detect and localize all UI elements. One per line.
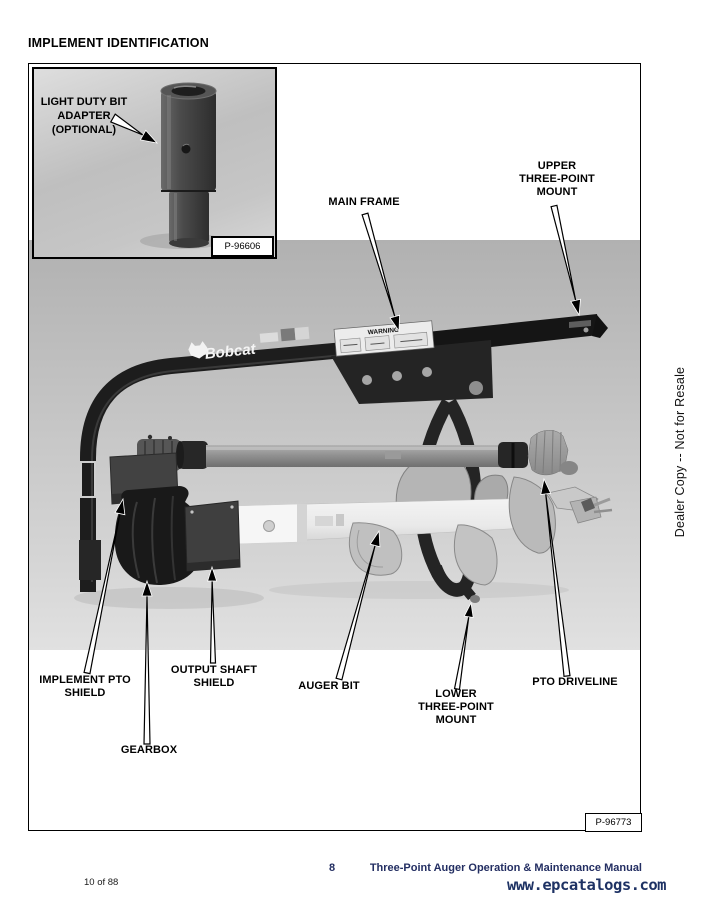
bit-adapter bbox=[160, 82, 217, 248]
callout-upper-three-point-mount: UPPER THREE-POINT MOUNT bbox=[519, 160, 595, 198]
callout-implement-pto-shield: IMPLEMENT PTO SHIELD bbox=[39, 674, 131, 699]
implement-photo: WARNING Bobcat bbox=[29, 240, 640, 650]
callout-pto-driveline: PTO DRIVELINE bbox=[532, 676, 618, 688]
footer-sheet-number: 10 of 88 bbox=[84, 877, 119, 888]
identification-figure: WARNING Bobcat bbox=[28, 63, 642, 832]
callout-main-frame: MAIN FRAME bbox=[328, 196, 400, 208]
small-decals bbox=[259, 326, 310, 343]
dealer-copy-watermark: Dealer Copy -- Not for Resale bbox=[673, 366, 687, 538]
svg-text:WARNING: WARNING bbox=[367, 327, 399, 337]
auger-bit-tube bbox=[229, 497, 546, 545]
callout-output-shaft-shield: OUTPUT SHAFT SHIELD bbox=[170, 664, 258, 689]
gearbox-part bbox=[114, 486, 204, 586]
inset-photo-box: LIGHT DUTY BIT ADAPTER (OPTIONAL) bbox=[32, 67, 277, 259]
ground-shadow-2 bbox=[269, 581, 569, 599]
callout-auger-bit: AUGER BIT bbox=[298, 680, 360, 692]
wire-bracket bbox=[80, 461, 96, 498]
footer-manual-title: Three-Point Auger Operation & Maintenanc… bbox=[369, 862, 642, 874]
epcatalogs-link[interactable]: www.epcatalogs.com bbox=[507, 876, 666, 894]
bit-adapter-photo bbox=[140, 82, 224, 249]
ground-shadow bbox=[74, 587, 264, 609]
lower-mount-foot bbox=[430, 564, 480, 603]
svg-text:Bobcat: Bobcat bbox=[204, 341, 257, 363]
callout-light-duty-bit-adapter: LIGHT DUTY BIT ADAPTER (OPTIONAL) bbox=[40, 96, 128, 136]
upper-mount-plate bbox=[331, 340, 493, 404]
page-title: IMPLEMENT IDENTIFICATION bbox=[28, 36, 209, 50]
callout-gearbox: GEARBOX bbox=[120, 744, 178, 756]
left-assembly bbox=[79, 452, 241, 586]
bobcat-logo: Bobcat bbox=[188, 341, 257, 363]
footer-page-number: 8 bbox=[328, 862, 336, 874]
main-photo-id: P-96773 bbox=[585, 813, 642, 832]
inset-photo-id: P-96606 bbox=[211, 236, 274, 257]
callout-lower-three-point-mount: LOWER THREE-POINT MOUNT bbox=[418, 688, 494, 726]
warning-decal: WARNING bbox=[333, 320, 435, 357]
